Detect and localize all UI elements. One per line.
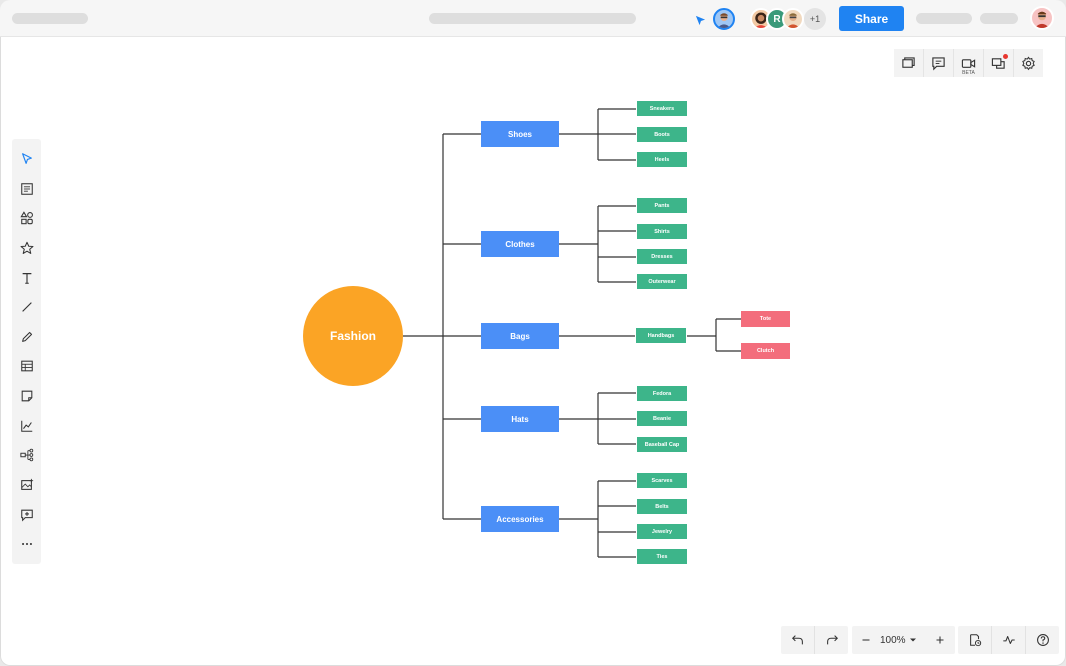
leaf-node[interactable]: Outerwear bbox=[636, 273, 688, 290]
zoom-controls: 100% bbox=[852, 626, 955, 654]
branch-node-shoes[interactable]: Shoes bbox=[481, 121, 559, 147]
leaf-node[interactable]: Belts bbox=[636, 498, 688, 515]
top-bar: R +1 Share bbox=[0, 0, 1066, 37]
templates-tool[interactable] bbox=[12, 177, 41, 201]
zoom-level: 100% bbox=[880, 634, 906, 646]
gear-icon bbox=[1022, 56, 1035, 70]
branch-node-bags[interactable]: Bags bbox=[481, 323, 559, 349]
utility-controls bbox=[958, 626, 1059, 654]
canvas-toolbar: BETA bbox=[894, 49, 1043, 77]
chart-icon bbox=[20, 420, 32, 432]
redo-icon bbox=[826, 635, 838, 645]
mindmap-icon bbox=[19, 448, 33, 462]
leaf-node[interactable]: Scarves bbox=[636, 472, 688, 489]
share-button[interactable]: Share bbox=[839, 6, 904, 31]
line-icon bbox=[21, 302, 32, 312]
chart-tool[interactable] bbox=[12, 414, 41, 438]
activity-button[interactable] bbox=[992, 626, 1026, 654]
branch-node-clothes[interactable]: Clothes bbox=[481, 231, 559, 257]
leaf-node[interactable]: Sneakers bbox=[636, 100, 688, 117]
activity-icon bbox=[1002, 635, 1015, 645]
video-icon bbox=[961, 58, 976, 68]
comments-button[interactable] bbox=[924, 49, 954, 77]
template-icon bbox=[20, 183, 33, 195]
sticky-note-icon bbox=[21, 390, 32, 402]
zoom-in-button[interactable] bbox=[926, 626, 954, 654]
minus-icon bbox=[862, 639, 870, 641]
sub-leaf-node[interactable]: Tote bbox=[741, 311, 790, 327]
notification-dot bbox=[1003, 54, 1008, 59]
settings-button[interactable] bbox=[1014, 49, 1043, 77]
beta-badge: BETA bbox=[962, 70, 975, 76]
image-tool[interactable] bbox=[12, 473, 41, 497]
leaf-node[interactable]: Shirts bbox=[636, 223, 688, 240]
history-controls bbox=[781, 626, 848, 654]
chevron-down-icon bbox=[909, 638, 916, 642]
help-button[interactable] bbox=[1026, 626, 1059, 654]
pages-button[interactable] bbox=[894, 49, 924, 77]
shapes-tool[interactable] bbox=[12, 206, 41, 230]
text-tool[interactable] bbox=[12, 266, 41, 290]
document-title-placeholder[interactable] bbox=[12, 13, 88, 24]
leaf-node[interactable]: Boots bbox=[636, 126, 688, 143]
chat-button[interactable] bbox=[984, 49, 1014, 77]
menu-placeholder-1[interactable] bbox=[916, 13, 972, 24]
star-icon bbox=[20, 241, 33, 254]
leaf-node[interactable]: Handbags bbox=[635, 327, 687, 344]
more-icon bbox=[21, 542, 32, 546]
leaf-node[interactable]: Fedora bbox=[636, 385, 688, 402]
board-name-placeholder[interactable] bbox=[429, 13, 636, 24]
branch-node-hats[interactable]: Hats bbox=[481, 406, 559, 432]
video-call-button[interactable]: BETA bbox=[954, 49, 984, 77]
version-history-button[interactable] bbox=[958, 626, 992, 654]
select-tool[interactable] bbox=[12, 147, 41, 171]
current-collaborator-avatar[interactable] bbox=[713, 8, 735, 30]
cursor-pointer-icon bbox=[695, 13, 706, 31]
collaborator-avatar-2[interactable] bbox=[782, 8, 804, 30]
shapes-icon bbox=[19, 211, 33, 225]
leaf-node[interactable]: Ties bbox=[636, 548, 688, 565]
mindmap-tool[interactable] bbox=[12, 443, 41, 467]
leaf-node[interactable]: Beanie bbox=[636, 410, 688, 427]
embed-tool[interactable] bbox=[12, 503, 41, 527]
user-profile-avatar[interactable] bbox=[1030, 6, 1054, 30]
comment-icon bbox=[932, 56, 945, 70]
layers-icon bbox=[902, 56, 915, 68]
table-icon bbox=[20, 360, 33, 372]
sticky-note-tool[interactable] bbox=[12, 384, 41, 408]
plus-icon bbox=[936, 636, 944, 644]
pen-tool[interactable] bbox=[12, 325, 41, 349]
document-clock-icon bbox=[969, 634, 981, 647]
branch-node-accessories[interactable]: Accessories bbox=[481, 506, 559, 532]
redo-button[interactable] bbox=[815, 626, 848, 654]
add-comment-icon bbox=[20, 509, 33, 522]
table-tool[interactable] bbox=[12, 354, 41, 378]
more-collaborators-badge[interactable]: +1 bbox=[804, 8, 826, 30]
leaf-node[interactable]: Heels bbox=[636, 151, 688, 168]
leaf-node[interactable]: Baseball Cap bbox=[636, 436, 688, 453]
leaf-node[interactable]: Dresses bbox=[636, 248, 688, 265]
undo-button[interactable] bbox=[781, 626, 815, 654]
icons-tool[interactable] bbox=[12, 236, 41, 260]
cursor-icon bbox=[21, 153, 32, 164]
help-icon bbox=[1036, 634, 1049, 646]
sub-leaf-node[interactable]: Clutch bbox=[741, 343, 790, 359]
mindmap-connectors bbox=[403, 108, 741, 558]
leaf-node[interactable]: Jewelry bbox=[636, 523, 688, 540]
leaf-node[interactable]: Pants bbox=[636, 197, 688, 214]
mindmap-root-node[interactable]: Fashion bbox=[303, 286, 403, 386]
chat-icon bbox=[991, 57, 1005, 69]
line-tool[interactable] bbox=[12, 295, 41, 319]
whiteboard-canvas[interactable] bbox=[0, 37, 1066, 666]
menu-placeholder-2[interactable] bbox=[980, 13, 1018, 24]
image-icon bbox=[20, 478, 33, 490]
zoom-level-select[interactable]: 100% bbox=[880, 635, 926, 646]
left-toolbar bbox=[12, 139, 41, 564]
text-icon bbox=[22, 273, 31, 284]
more-tools[interactable] bbox=[12, 532, 41, 556]
pencil-icon bbox=[21, 331, 32, 342]
undo-icon bbox=[791, 635, 803, 645]
zoom-out-button[interactable] bbox=[852, 626, 880, 654]
